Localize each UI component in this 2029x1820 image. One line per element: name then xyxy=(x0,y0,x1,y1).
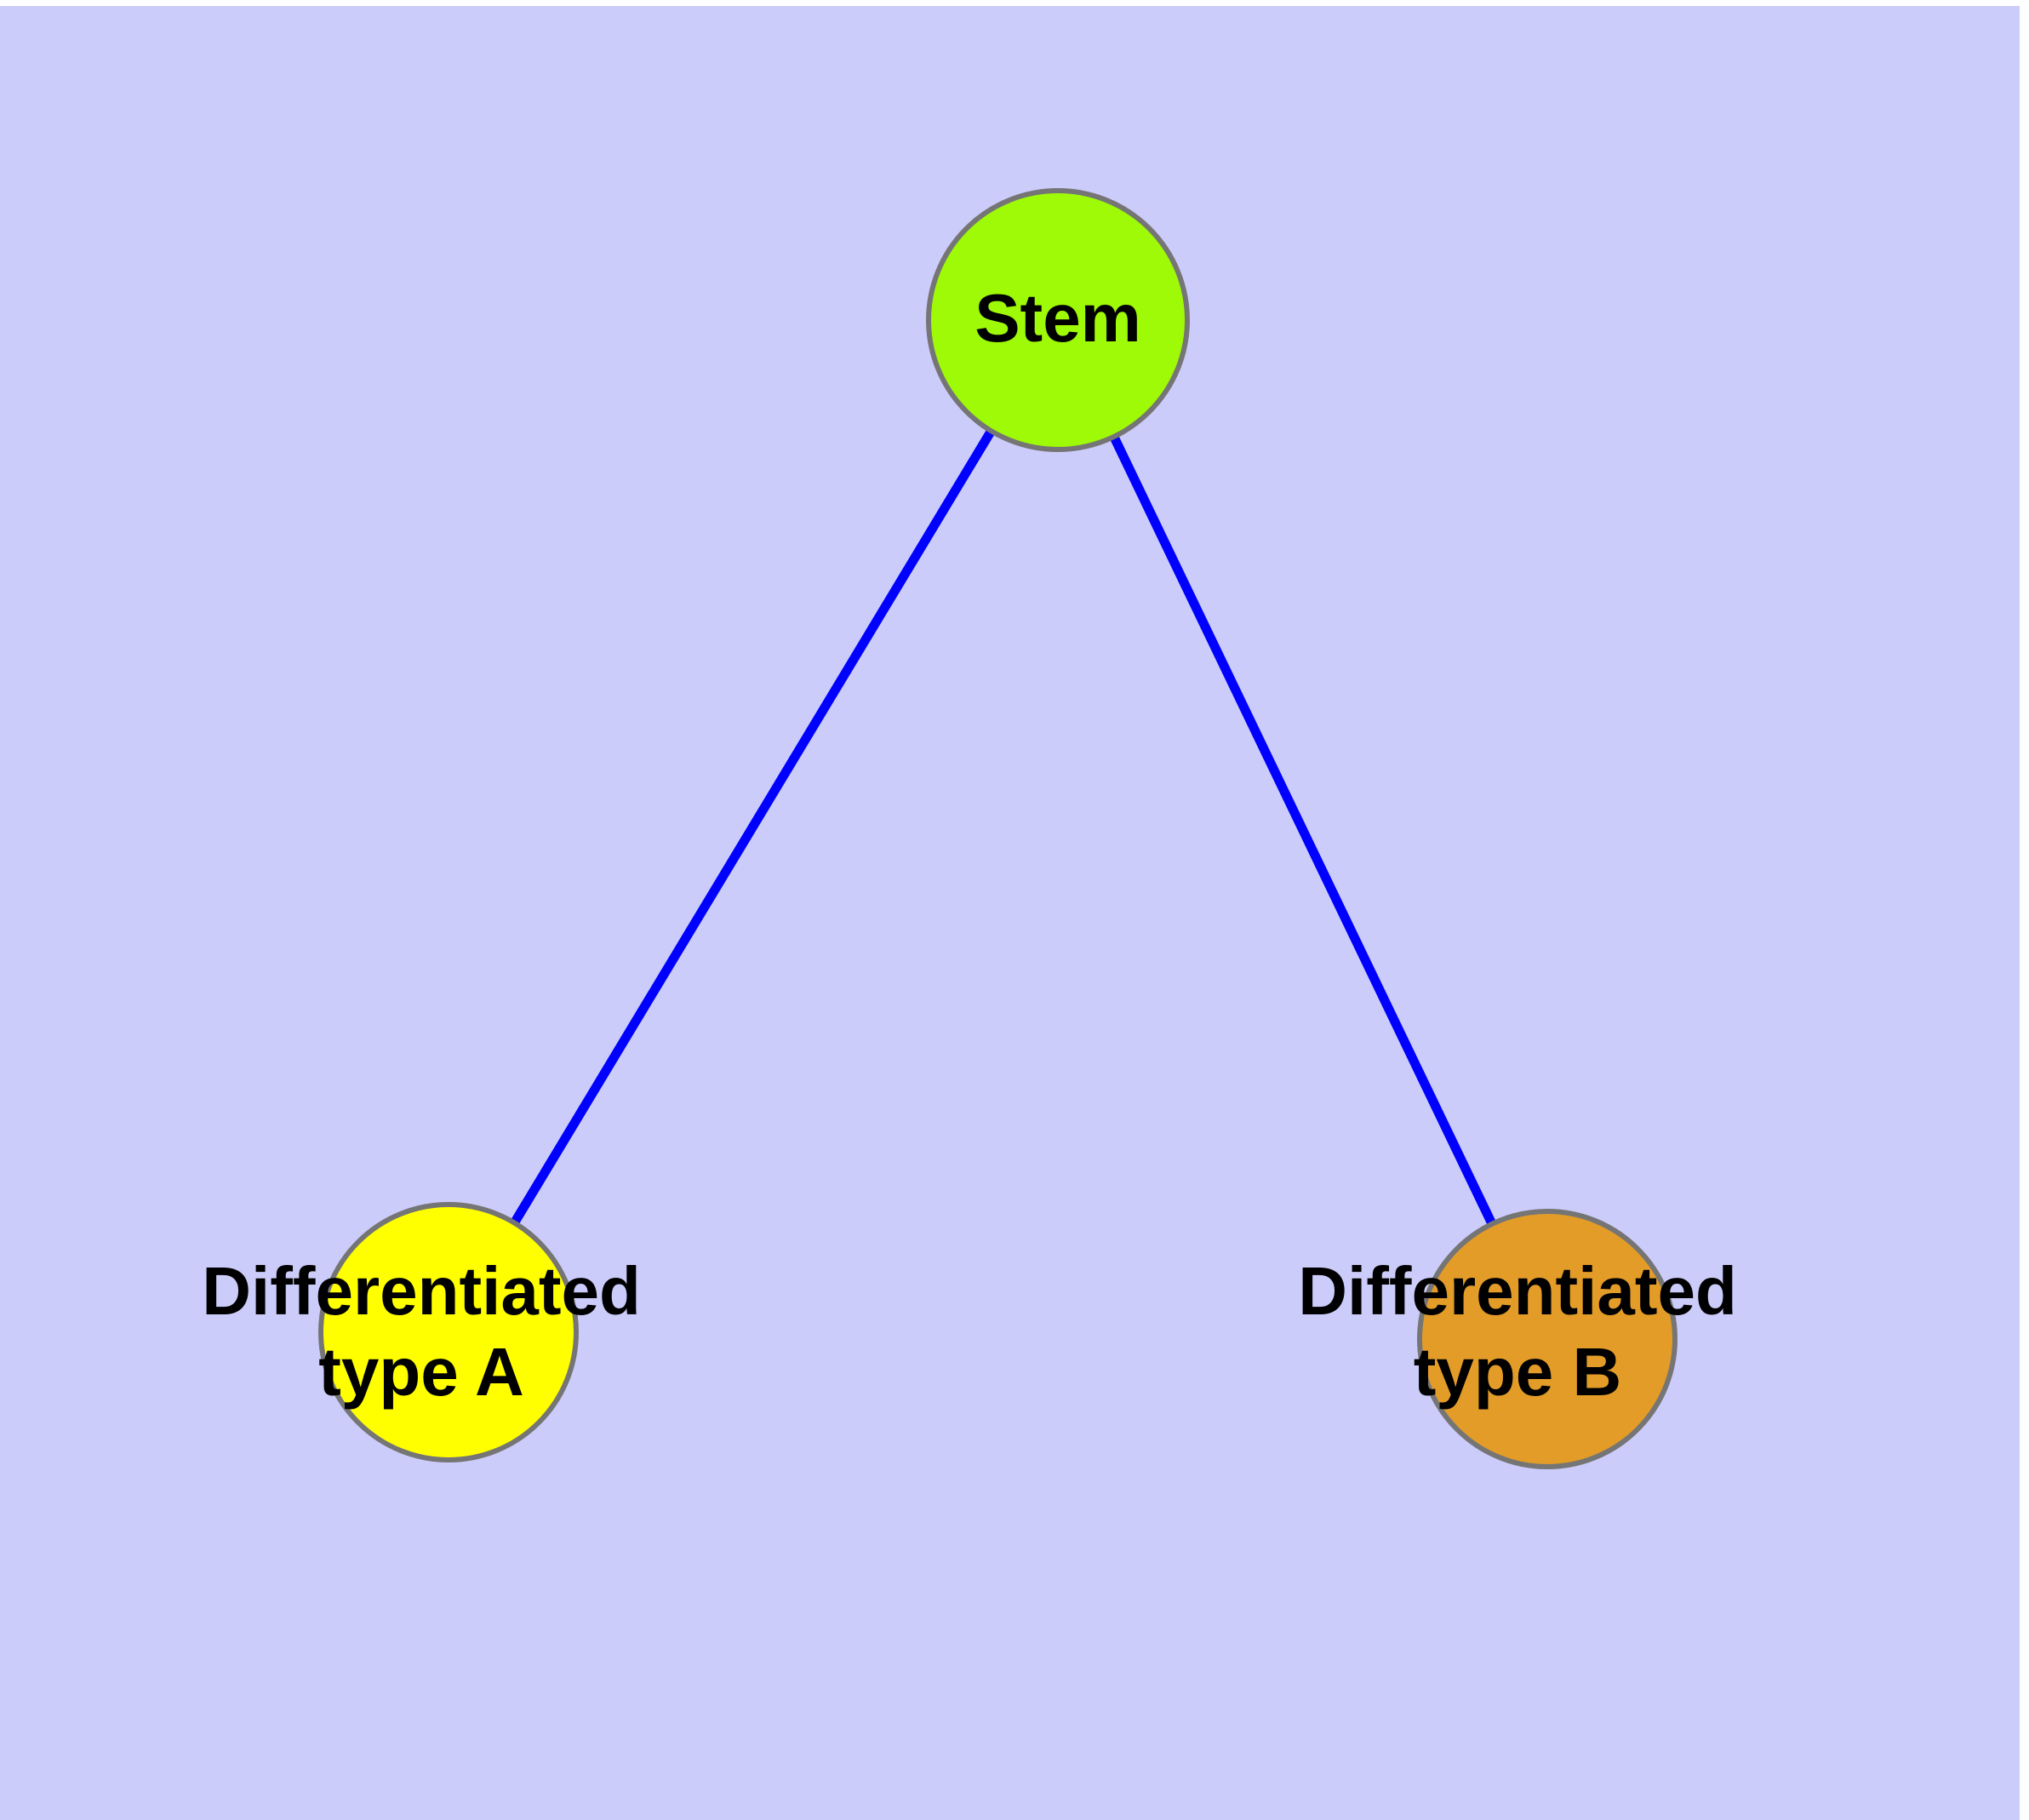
edge-layer xyxy=(444,318,1552,1342)
node-differentiated-type-b-label-line1: Differentiated xyxy=(1298,1253,1737,1329)
node-differentiated-type-a-label-line2: type A xyxy=(318,1334,524,1410)
node-differentiated-type-b-circle[interactable] xyxy=(1417,1209,1677,1469)
node-differentiated-type-a-label-line1: Differentiated xyxy=(202,1253,641,1329)
node-differentiated-type-a-circle[interactable] xyxy=(318,1202,579,1462)
edge-stem-to-differentiated-type-a[interactable] xyxy=(444,318,1062,1335)
node-stem-label: Stem xyxy=(974,280,1141,356)
node-stem-circle[interactable] xyxy=(926,188,1190,452)
node-layer xyxy=(318,188,1677,1469)
edge-stem-to-differentiated-type-b[interactable] xyxy=(1054,318,1552,1342)
label-layer: Stem Differentiated type A Differentiate… xyxy=(202,280,1737,1410)
node-differentiated-type-b-label-line2: type B xyxy=(1414,1334,1622,1410)
